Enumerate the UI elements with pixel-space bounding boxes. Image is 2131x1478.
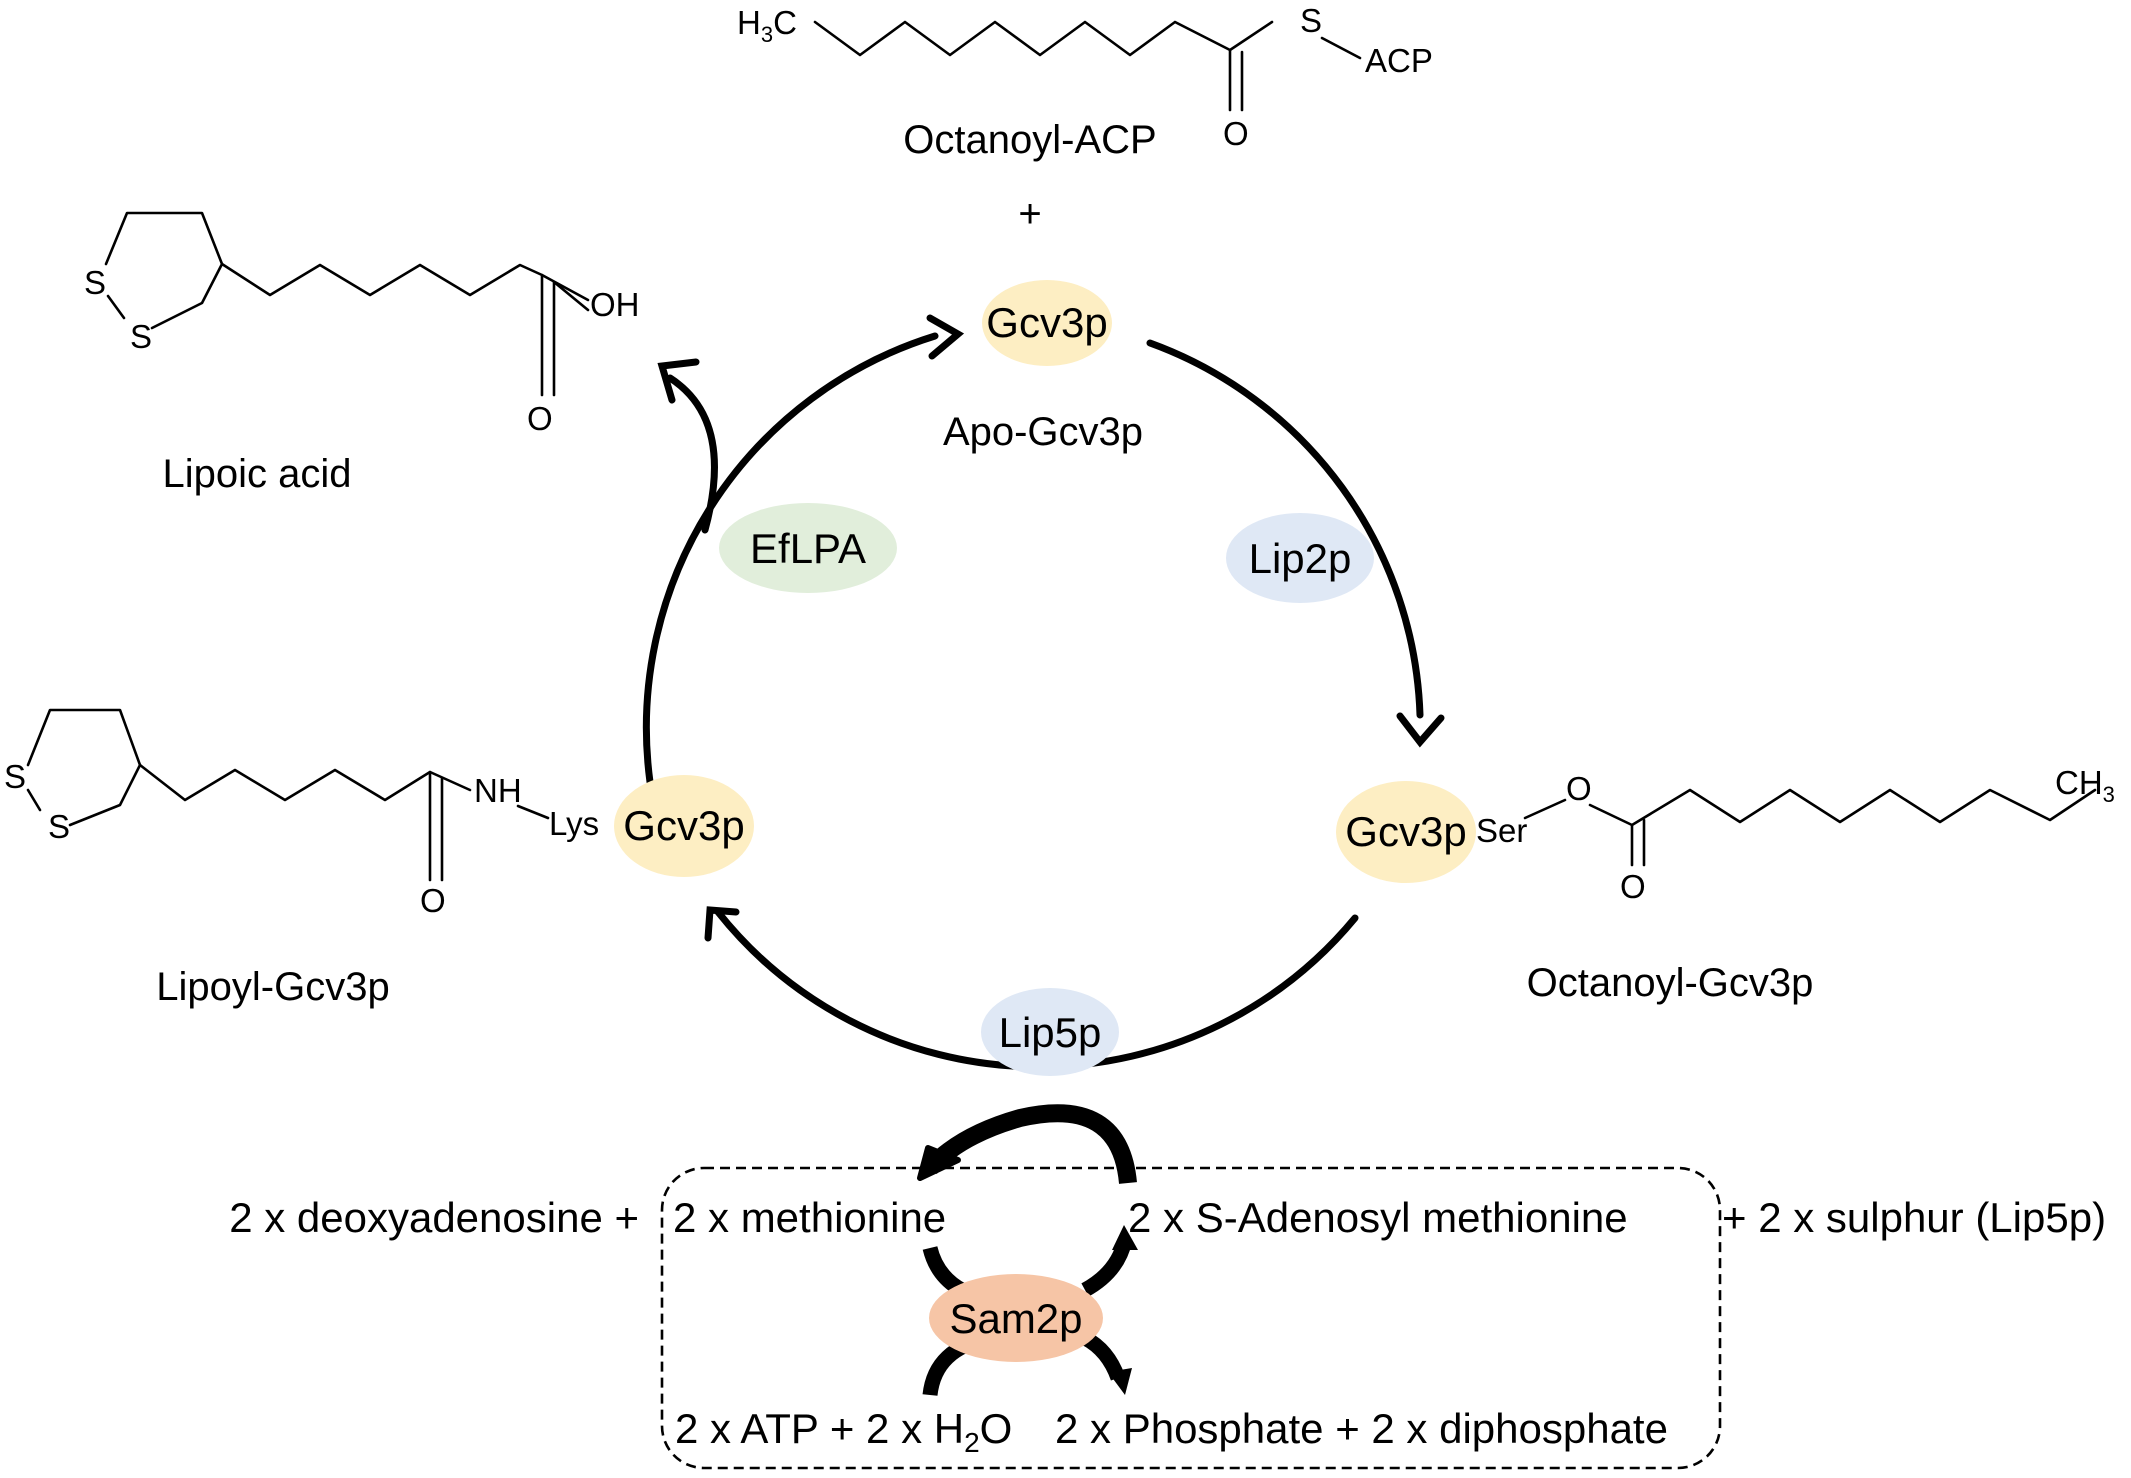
octanoyl-gcv3p-structure: Ser O O CH3 — [1476, 764, 2115, 905]
ch3-label: CH3 — [2055, 764, 2115, 807]
lipoic-acid-label: Lipoic acid — [162, 452, 351, 496]
ser-o-bond — [1523, 798, 1567, 820]
octanoyl-acp-structure: H3C O S ACP — [737, 2, 1433, 152]
gcv3p-left-label: Gcv3p — [623, 802, 744, 849]
lipoyl-chain-bond — [138, 763, 472, 802]
apo-gcv3p-label: Apo-Gcv3p — [943, 410, 1143, 454]
carbonyl-oxygen: O — [1223, 115, 1249, 152]
thioester-sulfur: S — [1300, 2, 1322, 39]
sam-cycle-box — [660, 1166, 1722, 1470]
gcv3p-right-ellipse — [1336, 781, 1476, 883]
dithiolane-ring-bond — [104, 211, 224, 330]
eflpa-label: EfLPA — [750, 525, 866, 572]
lipoyl-gcv3p-label: Lipoyl-Gcv3p — [156, 965, 389, 1009]
lipoic-chain-bond — [220, 262, 590, 302]
gcv3p-right-label: Gcv3p — [1345, 808, 1466, 855]
octanoyl-gcv3p-label: Octanoyl-Gcv3p — [1527, 961, 1814, 1005]
ss-bond — [106, 294, 126, 320]
lipoyl-sulfur-2: S — [48, 808, 70, 845]
lip2p-label: Lip2p — [1249, 535, 1352, 582]
arrowhead-apo — [926, 314, 965, 360]
o-c-bond — [1588, 803, 1634, 827]
acp-label: ACP — [1365, 42, 1433, 79]
arrowhead-lipoic-acid — [657, 358, 700, 404]
arrowhead-octanoyl — [1396, 712, 1445, 748]
lip5p-label: Lip5p — [999, 1009, 1102, 1056]
amide-nh-label: NH — [474, 772, 522, 809]
lipoic-sulfur-1: S — [84, 264, 106, 301]
lipoyl-ss-bond — [26, 788, 42, 812]
gcv3p-top-label: Gcv3p — [986, 299, 1107, 346]
lip2p-ellipse — [1226, 513, 1374, 603]
lipoyl-sulfur-1: S — [4, 758, 26, 795]
lipoyl-gcv3p-structure: S S O NH Lys — [4, 708, 599, 919]
sulphur-label: + 2 x sulphur (Lip5p) — [1722, 1194, 2106, 1241]
lipoic-oh-bond — [552, 280, 590, 312]
s-acp-bond — [1320, 36, 1362, 60]
deoxyadenosine-label: 2 x deoxyadenosine + — [229, 1194, 639, 1241]
sam-arrowhead — [1112, 1225, 1138, 1250]
plus-sign: + — [1018, 192, 1041, 236]
eflpa-ellipse — [719, 503, 897, 593]
octanoyl-acp-label: Octanoyl-ACP — [903, 118, 1156, 162]
lipoic-acid-structure: S S O OH — [84, 211, 640, 437]
arrowhead-lipoyl — [704, 906, 740, 942]
arc-apo-to-octanoyl — [1146, 339, 1424, 719]
h3c-label: H3C — [737, 4, 797, 47]
sam-label: 2 x S-Adenosyl methionine — [1128, 1194, 1628, 1241]
gcv3p-top-ellipse — [982, 280, 1112, 366]
octanoyl-ester-chain-bond — [1630, 788, 2097, 827]
gcv3p-left-ellipse — [614, 775, 754, 877]
ester-carbonyl-oxygen: O — [1620, 868, 1646, 905]
methionine-arrowhead — [917, 1145, 961, 1181]
ester-oxygen: O — [1566, 770, 1592, 807]
methionine-label: 2 x methionine — [673, 1194, 946, 1241]
lys-label: Lys — [549, 805, 599, 842]
octanoyl-chain-bond — [813, 20, 1274, 57]
hydroxyl-label: OH — [590, 286, 640, 323]
amide-oxygen: O — [420, 882, 446, 919]
sam-to-methionine-arc — [923, 1104, 1137, 1185]
atp-water-label: 2 x ATP + 2 x H2O — [675, 1405, 1012, 1458]
arc-lipoic-release — [666, 374, 718, 534]
lipoyl-ring-bond — [26, 708, 142, 827]
lipoic-carbonyl-oxygen: O — [527, 400, 553, 437]
ser-label: Ser — [1476, 812, 1527, 849]
phosphate-arrowhead — [1108, 1368, 1132, 1395]
lip5p-ellipse — [981, 988, 1119, 1076]
phosphate-label: 2 x Phosphate + 2 x diphosphate — [1055, 1405, 1668, 1452]
lipoic-sulfur-2: S — [130, 318, 152, 355]
sam2p-label: Sam2p — [949, 1295, 1082, 1342]
sam2p-ellipse — [929, 1274, 1103, 1362]
nh-lys-bond — [516, 804, 550, 820]
